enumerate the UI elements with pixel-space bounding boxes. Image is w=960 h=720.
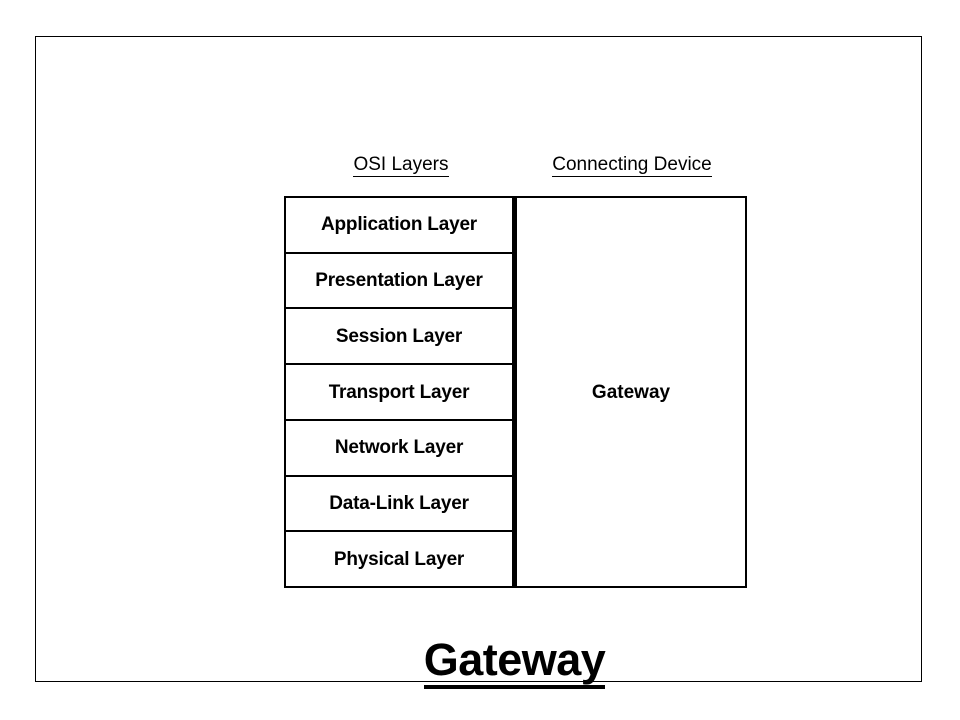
column-heading-osi-layers: OSI Layers (285, 155, 517, 177)
layer-row-transport: Transport Layer (284, 364, 514, 420)
column-heading-osi-layers-label: OSI Layers (353, 154, 449, 177)
layer-label-application: Application Layer (320, 214, 478, 236)
osi-layer-stack: Application Layer Presentation Layer Ses… (284, 196, 517, 589)
layer-row-session: Session Layer (284, 308, 514, 365)
layer-row-application: Application Layer (284, 196, 514, 253)
layer-row-network: Network Layer (284, 419, 514, 476)
slide-border-frame: OSI Layers Connecting Device Application… (35, 36, 922, 689)
layer-label-transport: Transport Layer (328, 381, 470, 403)
layer-row-data-link: Data-Link Layer (284, 475, 514, 532)
column-heading-connecting-device: Connecting Device (517, 155, 747, 177)
slide-title-text: Gateway (423, 637, 606, 689)
connecting-device-label: Gateway (591, 381, 671, 403)
layer-row-physical: Physical Layer (284, 531, 514, 589)
layer-label-presentation: Presentation Layer (315, 270, 483, 292)
connecting-device-cell: Gateway (517, 196, 747, 588)
column-heading-connecting-device-label: Connecting Device (552, 154, 712, 177)
layer-label-session: Session Layer (335, 325, 463, 347)
layer-row-presentation: Presentation Layer (284, 252, 514, 309)
osi-layers-table: Application Layer Presentation Layer Ses… (284, 196, 747, 589)
layer-label-data-link: Data-Link Layer (329, 492, 469, 514)
slide-title: Gateway (71, 637, 958, 689)
layer-label-network: Network Layer (334, 437, 464, 459)
layer-label-physical: Physical Layer (333, 548, 465, 570)
